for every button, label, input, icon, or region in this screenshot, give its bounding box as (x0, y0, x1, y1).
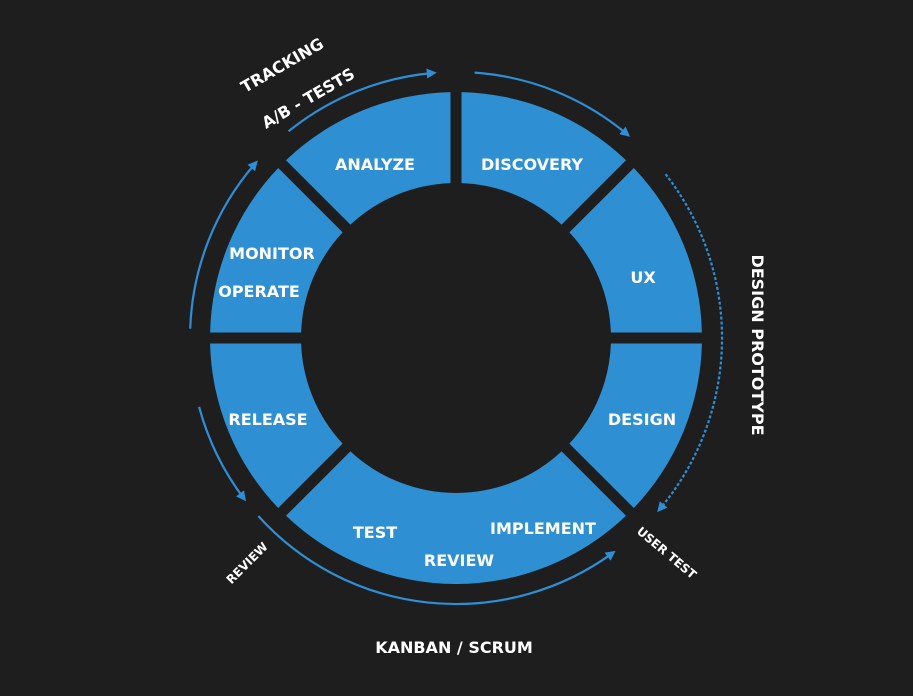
arrow-design-prototype (657, 173, 724, 513)
segment-label-review: REVIEW (424, 551, 495, 570)
segment-label-analyze: ANALYZE (335, 155, 415, 174)
segment-label-discovery: DISCOVERY (481, 155, 583, 174)
segment-label-operate: OPERATE (218, 282, 300, 301)
outer-label-design-prototype: DESIGN PROTOTYPE (748, 254, 767, 435)
arrow-release (198, 406, 247, 502)
arrow-discovery (474, 71, 631, 137)
arrow-operate (189, 160, 258, 329)
ring-segment-implement-review-test (286, 451, 626, 584)
outer-label-kanban-scrum: KANBAN / SCRUM (375, 638, 533, 657)
segment-label-design: DESIGN (608, 410, 676, 429)
segment-label-implement: IMPLEMENT (490, 519, 596, 538)
arrow-kanban-scrum (257, 515, 616, 606)
segment-label-ux: UX (630, 268, 656, 287)
ring-segment-analyze (286, 92, 451, 225)
ring-segment-monitor-operate (210, 168, 343, 333)
ring-segment-design (569, 343, 702, 508)
segment-label-test: TEST (353, 523, 397, 542)
ring-segments (210, 92, 702, 584)
segment-label-monitor: MONITOR (229, 244, 315, 263)
ring-segment-discovery (461, 92, 626, 225)
ring-segment-release (210, 343, 343, 508)
arrow-top (287, 68, 437, 133)
segment-label-release: RELEASE (228, 410, 307, 429)
cycle-arrows (189, 68, 724, 606)
ring-segment-ux (569, 168, 702, 333)
